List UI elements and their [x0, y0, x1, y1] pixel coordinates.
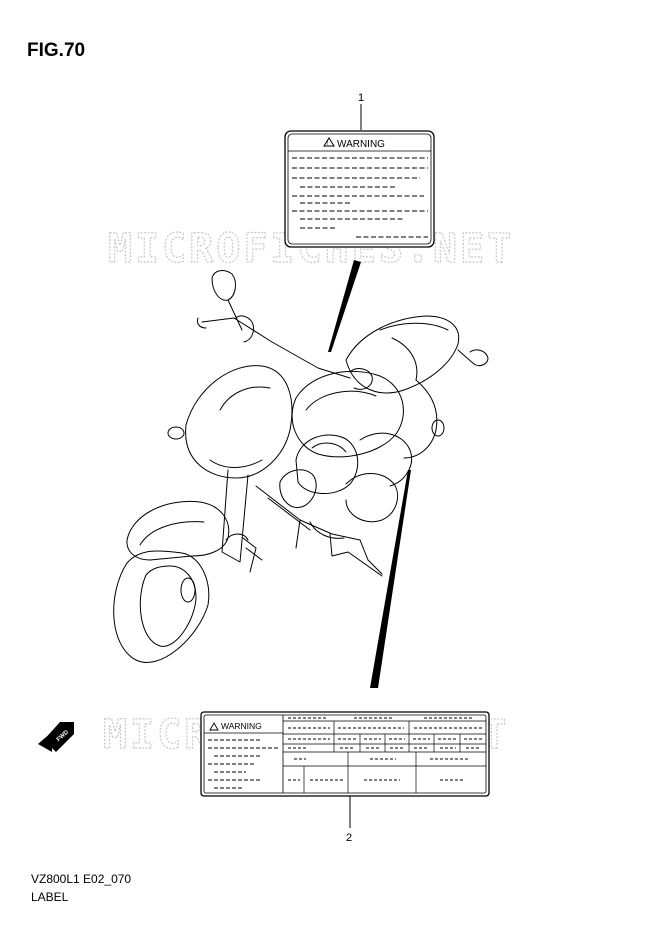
label-2-left-text-lines	[208, 739, 280, 789]
callout-number-2: 2	[346, 832, 353, 844]
leader-wedge-2	[370, 470, 411, 688]
label-1-heading: WARNING	[337, 139, 385, 150]
label-2-heading: WARNING	[221, 721, 262, 731]
svg-text:!: !	[327, 141, 329, 147]
callout-number-1: 1	[358, 92, 365, 104]
label-2-table	[283, 720, 486, 793]
warning-label-2[interactable]: WARNING	[200, 711, 490, 797]
fwd-arrow-icon: FWD	[38, 722, 74, 752]
motorcycle-drawing	[113, 270, 489, 663]
footer-section-label: LABEL	[31, 890, 69, 904]
warning-triangle-icon	[323, 137, 335, 147]
footer-diagram-code: VZ800L1 E02_070	[31, 872, 132, 886]
label-1-text-lines	[292, 157, 428, 238]
leader-wedge-1	[328, 260, 361, 352]
warning-triangle-icon	[209, 722, 219, 731]
figure-title: FIG.70	[27, 40, 86, 61]
label-2-table-text	[288, 717, 482, 781]
warning-label-1[interactable]: ! WARNING	[284, 130, 435, 248]
